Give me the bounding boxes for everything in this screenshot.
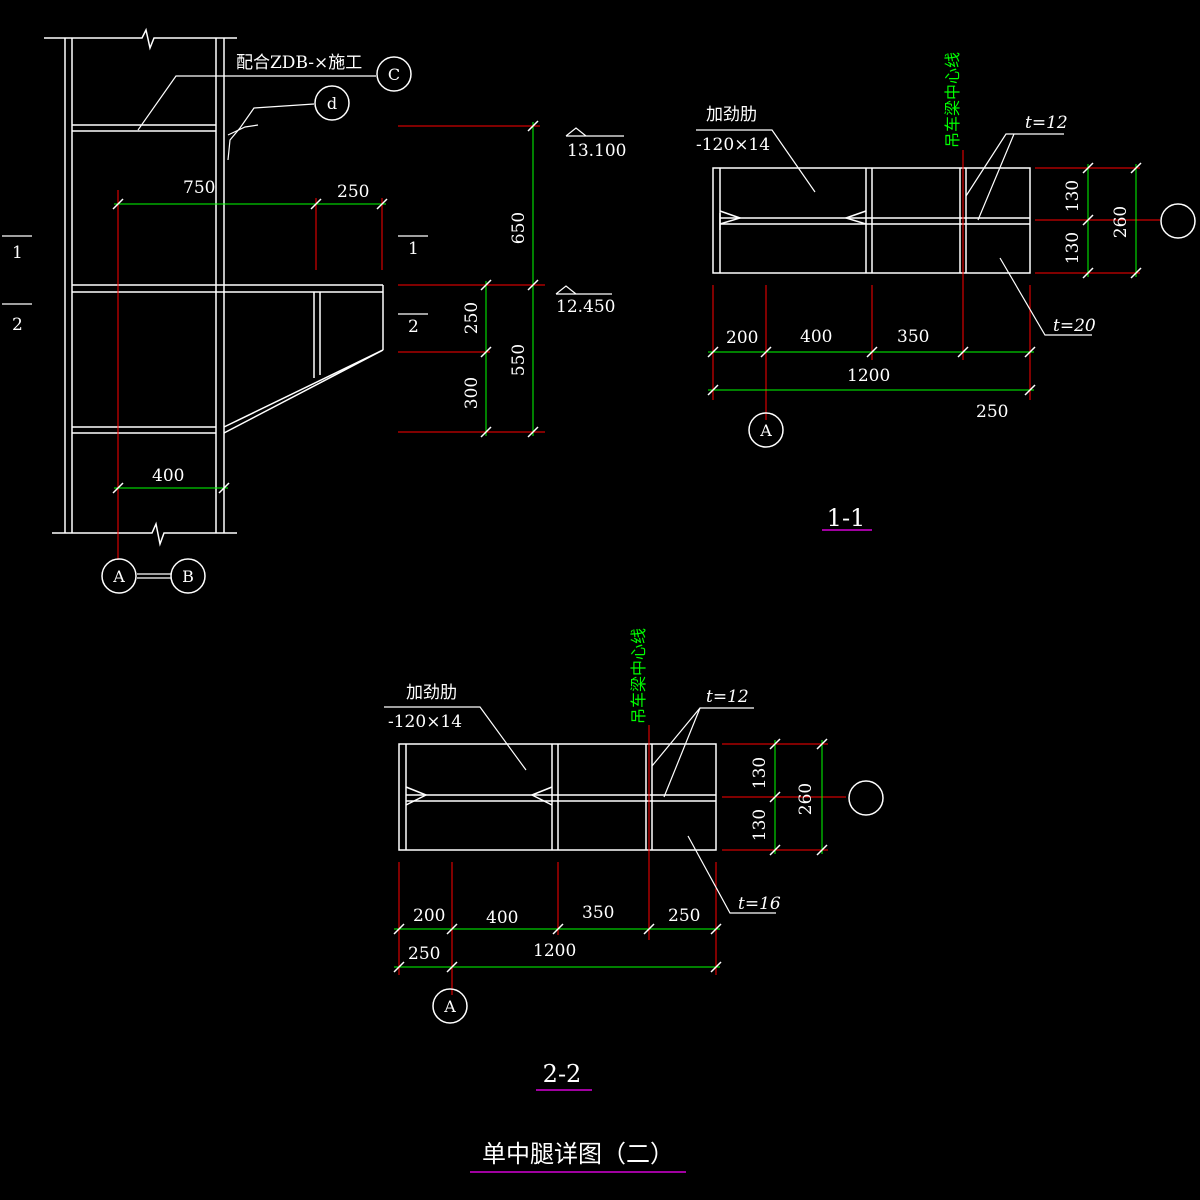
bubble-d-label: d: [327, 94, 337, 113]
dim-300: 300: [462, 377, 482, 409]
section-2-2-red-lines: [398, 725, 846, 995]
section-1-1-dim-260: 260: [1111, 206, 1131, 238]
section-cut-marks: [2, 235, 428, 315]
section-2-2-dim-250: 250: [408, 944, 440, 964]
section-1-1-dim-400: 400: [800, 327, 832, 347]
bubble-d-circle: [314, 85, 350, 121]
note-construct: 配合ZDB-×施工: [236, 53, 362, 73]
section-1-1-dim-1200: 1200: [847, 366, 890, 386]
section-1-1-dim-250: 250: [976, 402, 1008, 422]
section-1-right: 1: [408, 239, 419, 259]
section-2-2-stiffener-label: 加劲肋: [406, 683, 457, 703]
section-2-2-dim-250-top: 250: [668, 906, 700, 926]
dim-550: 550: [509, 344, 529, 376]
dim-400: 400: [152, 466, 184, 486]
elevation-dim-ticks: [112, 120, 539, 494]
section-1-1-dim-130-top: 130: [1063, 180, 1083, 212]
section-1-1-t-web: t=12: [1025, 113, 1068, 133]
bubble-c-circle: [376, 56, 412, 92]
section-2-2-dim-400: 400: [486, 908, 518, 928]
section-1-1-leaders: [696, 129, 1092, 336]
elevation-view: [44, 27, 384, 547]
dim-250-h: 250: [337, 182, 369, 202]
section-2-2-dim-130-bottom: 130: [750, 809, 770, 841]
section-2-2-leaders: [384, 706, 776, 914]
elevation-marks: [555, 127, 624, 295]
section-2-2-grid-a-label: A: [443, 997, 456, 1016]
section-2-2-dim-350: 350: [582, 903, 614, 923]
section-1-1-dim-130-bottom: 130: [1063, 232, 1083, 264]
dim-250-v: 250: [462, 302, 482, 334]
section-2-2-title: 2-2: [543, 1060, 582, 1088]
section-1-1-stiffener-size: -120×14: [696, 135, 770, 155]
grid-a-circle: [101, 558, 137, 594]
dim-650: 650: [509, 212, 529, 244]
section-2-2-grid-a-circle: [432, 988, 468, 1024]
section-1-1-t-plate: t=20: [1053, 316, 1096, 336]
bubble-c-label: C: [388, 65, 400, 84]
section-2-2-dim-1200: 1200: [533, 941, 576, 961]
section-2-2-stiffener-size: -120×14: [388, 712, 462, 732]
section-2-2-dim-130-top: 130: [750, 757, 770, 789]
section-2-2-dim-ticks: [393, 738, 828, 973]
elevation-dim-lines: [114, 122, 534, 489]
section-2-2-t-plate: t=16: [738, 894, 781, 914]
section-2-2-dim-260: 260: [796, 783, 816, 815]
section-1-1-dim-200: 200: [726, 328, 758, 348]
elevation-red-lines: [117, 125, 545, 560]
section-1-1-view: [712, 167, 1031, 274]
section-1-1-grid-a-label: A: [759, 421, 772, 440]
section-1-1-dim-ticks: [707, 162, 1142, 396]
section-2-2-t-web: t=12: [706, 687, 749, 707]
dim-750: 750: [183, 178, 215, 198]
section-1-1-grid-a-circle: [748, 412, 784, 448]
section-2-2-center-circle: [848, 780, 884, 816]
grid-a-label: A: [112, 567, 125, 586]
section-2-2-crane-center: 吊车梁中心线: [629, 628, 648, 724]
elevation-bottom: 12.450: [556, 297, 615, 317]
section-1-1-center-circle: [1160, 203, 1196, 239]
section-1-left: 1: [12, 243, 23, 263]
grid-b-label: B: [182, 567, 194, 586]
drawing-title: 单中腿详图（二）: [482, 1140, 674, 1168]
elevation-top: 13.100: [567, 141, 626, 161]
section-1-1-stiffener-label: 加劲肋: [706, 105, 757, 125]
elevation-leaders: [137, 75, 376, 161]
grid-b-circle: [170, 558, 206, 594]
section-2-right: 2: [408, 317, 419, 337]
section-2-left: 2: [12, 315, 23, 335]
section-1-1-crane-center: 吊车梁中心线: [943, 52, 962, 148]
section-1-1-dim-350: 350: [897, 327, 929, 347]
section-1-1-title: 1-1: [827, 504, 866, 532]
section-2-2-dim-200: 200: [413, 906, 445, 926]
